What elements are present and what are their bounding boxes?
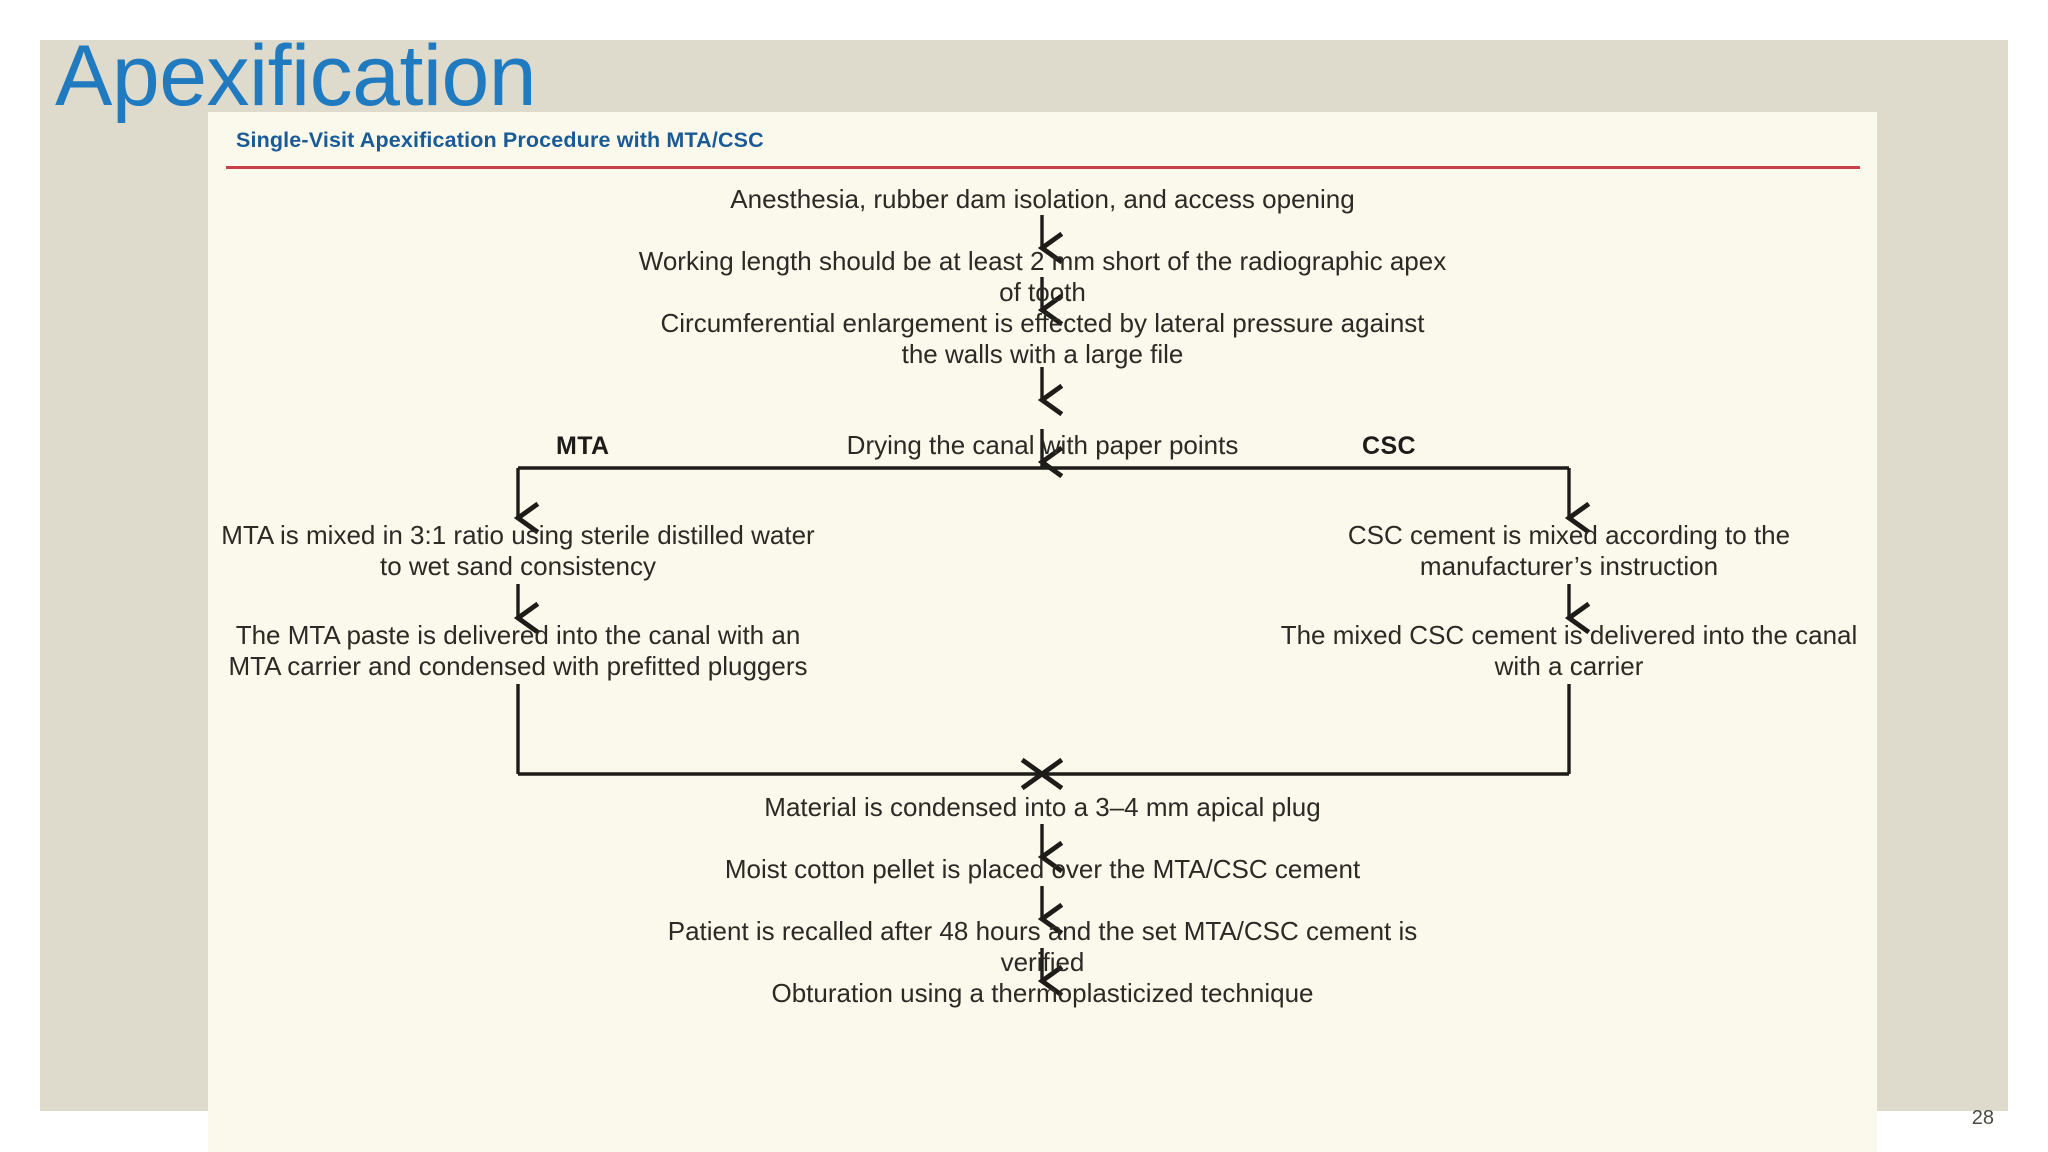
flow-step-working-length: Working length should be at least 2 mm s… (638, 246, 1447, 307)
figure-divider-rule (226, 166, 1860, 169)
flow-step-apical-plug: Material is condensed into a 3–4 mm apic… (764, 792, 1321, 822)
flow-step-circumferential-enlargement: Circumferential enlargement is effected … (660, 308, 1425, 369)
page-title: Apexification (55, 28, 537, 124)
flow-step-anesthesia: Anesthesia, rubber dam isolation, and ac… (730, 184, 1355, 214)
flow-step-csc-delivered: The mixed CSC cement is delivered into t… (1280, 620, 1858, 681)
flow-step-mta-mixed: MTA is mixed in 3:1 ratio using sterile … (221, 520, 815, 581)
branch-label-mta: MTA (556, 432, 610, 460)
figure-heading: Single-Visit Apexification Procedure wit… (236, 128, 764, 152)
flow-step-obturation: Obturation using a thermoplasticized tec… (771, 978, 1314, 1008)
branch-label-csc: CSC (1362, 432, 1416, 460)
flow-step-mta-delivered: The MTA paste is delivered into the cana… (228, 620, 808, 681)
page-number: 28 (1971, 1107, 1994, 1129)
flow-step-patient-recalled: Patient is recalled after 48 hours and t… (667, 916, 1418, 977)
flow-step-drying-canal: Drying the canal with paper points (846, 430, 1239, 460)
flow-step-cotton-pellet: Moist cotton pellet is placed over the M… (724, 854, 1361, 884)
flowchart-figure-panel: Single-Visit Apexification Procedure wit… (208, 112, 1877, 1152)
flowchart-canvas: Anesthesia, rubber dam isolation, and ac… (208, 112, 1877, 1152)
flow-step-csc-mixed: CSC cement is mixed according to the man… (1347, 520, 1791, 581)
